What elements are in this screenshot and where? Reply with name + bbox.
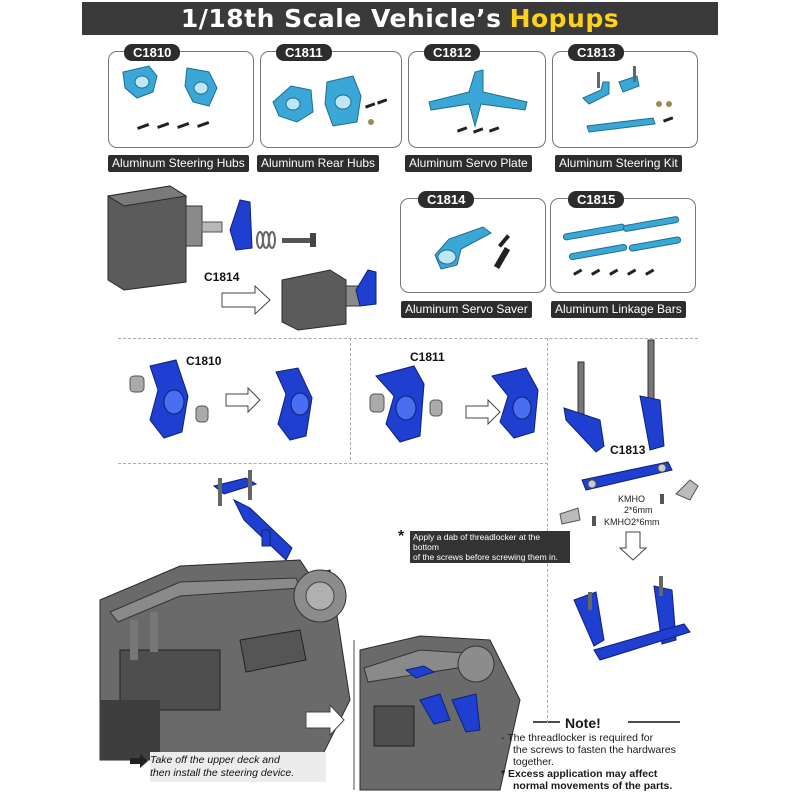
steering-kit-exploded-illustration bbox=[559, 339, 699, 661]
product-caption: Aluminum Rear Hubs bbox=[257, 155, 380, 172]
callout-rear-hubs: C1811 bbox=[410, 350, 445, 364]
screw-spec-label: KMHO2*6mm bbox=[604, 517, 660, 527]
product-caption: Aluminum Servo Saver bbox=[401, 301, 532, 318]
arrow-right-icon bbox=[225, 386, 261, 414]
callout-steering-kit: C1813 bbox=[610, 443, 646, 457]
product-caption: Aluminum Steering Hubs bbox=[108, 155, 249, 172]
threadlocker-tip: Apply a dab of threadlocker at the botto… bbox=[410, 531, 570, 563]
product-caption: Aluminum Servo Plate bbox=[405, 155, 532, 172]
page-banner: 1/18th Scale Vehicle’s Hopups bbox=[82, 2, 718, 35]
instruction-line: Take off the upper deck and bbox=[150, 754, 280, 766]
steering-hub-step-illustration bbox=[129, 359, 313, 441]
steering-kit-illustration bbox=[582, 66, 674, 133]
servo-exploded-illustration bbox=[106, 185, 316, 291]
arrow-right-icon bbox=[465, 398, 501, 426]
product-caption: Aluminum Steering Kit bbox=[555, 155, 682, 172]
servo-assembled-illustration bbox=[281, 269, 377, 331]
product-code: C1810 bbox=[124, 44, 181, 61]
screw-spec-label: 2*6mm bbox=[624, 505, 653, 515]
banner-title: 1/18th Scale Vehicle’s bbox=[180, 4, 502, 33]
note-line: * Excess application may affect bbox=[501, 768, 658, 780]
banner-title-accent: Hopups bbox=[509, 4, 620, 33]
tip-line: of the screws before screwing them in. bbox=[413, 552, 559, 562]
section-divider bbox=[547, 338, 548, 460]
arrow-right-icon bbox=[221, 284, 271, 316]
arrow-down-icon bbox=[618, 531, 648, 561]
product-card-c1812 bbox=[408, 51, 546, 148]
note-body: - The threadlocker is required for the s… bbox=[501, 732, 721, 792]
product-caption: Aluminum Linkage Bars bbox=[551, 301, 686, 318]
screw-spec-label: KMHO bbox=[618, 494, 645, 504]
note-title: Note! bbox=[565, 715, 601, 731]
product-card-c1814 bbox=[400, 198, 546, 293]
instruction-line: then install the steering device. bbox=[150, 767, 295, 779]
note-line: - The threadlocker is required for bbox=[501, 732, 654, 744]
product-card-c1810 bbox=[108, 51, 254, 148]
chassis-illustration bbox=[99, 559, 351, 761]
callout-steering-hubs: C1810 bbox=[186, 354, 222, 368]
product-card-c1813 bbox=[552, 51, 698, 148]
tip-star-icon: * bbox=[398, 528, 405, 545]
section-divider bbox=[118, 463, 548, 464]
section-divider bbox=[350, 338, 351, 460]
deck-instruction: Take off the upper deck and then install… bbox=[150, 754, 294, 780]
servo-saver-illustration bbox=[434, 226, 511, 270]
linkage-bars-illustration bbox=[562, 216, 682, 276]
note-line: normal movements of the parts. bbox=[513, 780, 673, 792]
product-code: C1811 bbox=[276, 44, 332, 61]
arrow-right-icon bbox=[305, 703, 345, 737]
product-card-c1811 bbox=[260, 51, 402, 148]
callout-servo-saver: C1814 bbox=[204, 270, 240, 284]
product-code: C1813 bbox=[568, 44, 625, 61]
rear-hub-step-illustration bbox=[369, 365, 539, 443]
section-divider bbox=[118, 338, 698, 339]
arrow-right-icon bbox=[130, 754, 148, 768]
section-divider bbox=[547, 463, 548, 723]
steering-hubs-illustration bbox=[122, 65, 218, 130]
instruction-background bbox=[150, 752, 326, 782]
product-code: C1815 bbox=[568, 191, 625, 208]
note-line: the screws to fasten the hardwares bbox=[513, 744, 676, 756]
chassis-installed-illustration bbox=[359, 635, 521, 791]
rear-hubs-illustration bbox=[272, 75, 388, 127]
note-line: together. bbox=[513, 756, 554, 768]
tip-line: Apply a dab of threadlocker at the botto… bbox=[413, 532, 541, 552]
servo-plate-illustration bbox=[428, 69, 528, 134]
product-code: C1812 bbox=[424, 44, 481, 61]
product-code: C1814 bbox=[418, 191, 475, 208]
